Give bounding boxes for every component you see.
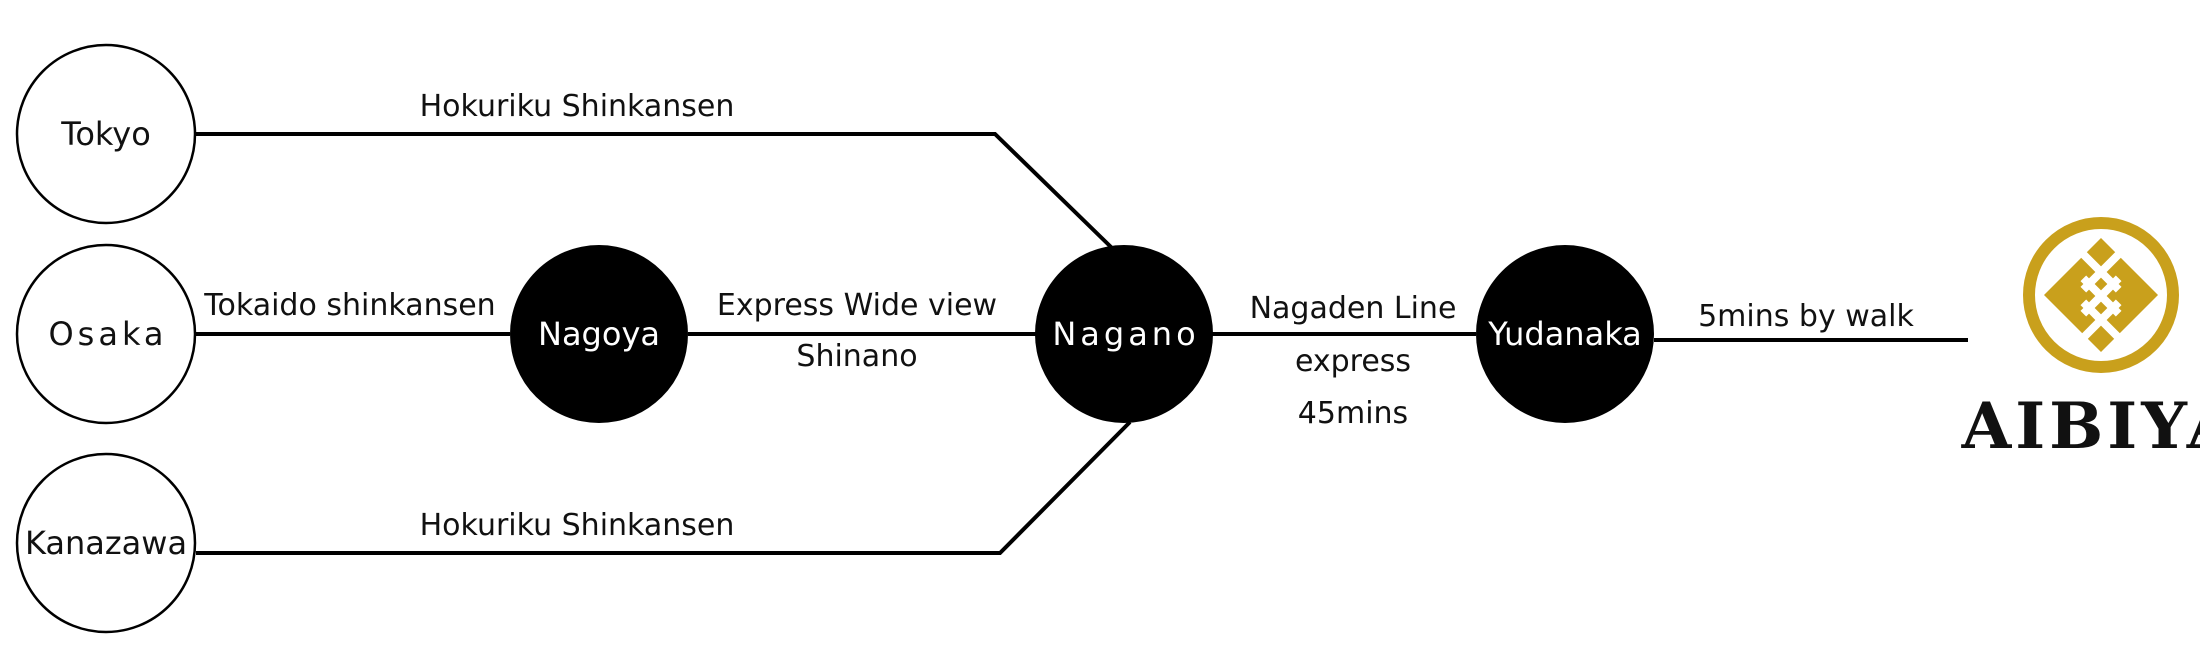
station-nagoya-label: Nagoya <box>538 315 660 353</box>
aibiya-logo: AIBIYA <box>1961 217 2200 464</box>
station-nagoya: Nagoya <box>510 245 688 423</box>
route-label-nagano-yudanaka-2: express <box>1295 344 1411 379</box>
station-tokyo-label: Tokyo <box>60 115 151 153</box>
route-label-kanazawa-nagano: Hokuriku Shinkansen <box>420 508 735 543</box>
station-nagano-label: Nagano <box>1052 315 1199 353</box>
route-label-nagoya-nagano-1: Express Wide view <box>717 288 997 323</box>
route-label-nagoya-nagano-2: Shinano <box>796 339 917 374</box>
route-label-yudanaka-aibiya: 5mins by walk <box>1698 299 1914 334</box>
aibiya-emblem-ring <box>2023 217 2179 373</box>
station-kanazawa: Kanazawa <box>15 452 197 634</box>
aibiya-wordmark: AIBIYA <box>1961 389 2200 464</box>
station-osaka: Osaka <box>15 243 197 425</box>
station-nagano: Nagano <box>1035 245 1213 423</box>
station-yudanaka-label: Yudanaka <box>1487 315 1642 353</box>
station-yudanaka: Yudanaka <box>1476 245 1654 423</box>
station-osaka-label: Osaka <box>48 315 167 353</box>
route-label-osaka-nagoya: Tokaido shinkansen <box>203 288 495 323</box>
line-tokyo-nagano <box>196 132 1114 250</box>
route-label-tokyo-nagano: Hokuriku Shinkansen <box>420 89 735 124</box>
station-kanazawa-label: Kanazawa <box>25 524 187 562</box>
station-tokyo: Tokyo <box>15 43 197 225</box>
route-label-nagano-yudanaka-3: 45mins <box>1298 396 1408 431</box>
route-label-nagano-yudanaka-1: Nagaden Line <box>1250 291 1457 326</box>
line-kanazawa-nagano <box>196 420 1132 555</box>
